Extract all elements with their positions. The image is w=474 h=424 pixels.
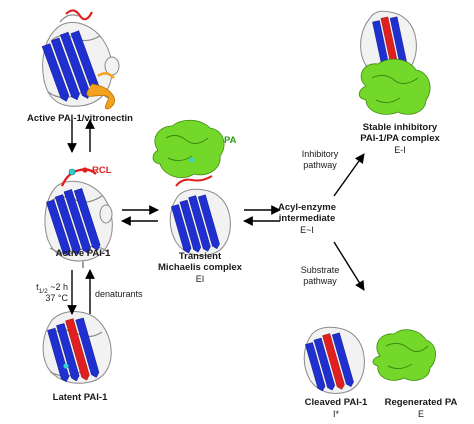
label-latent-pai1: Latent PAI-1	[52, 392, 108, 403]
label-active-vitronectin: Active PAI-1/vitronectin	[27, 113, 133, 124]
label-rcl: RCL	[92, 165, 112, 176]
label-inhibitory-1: Inhibitory	[301, 149, 339, 159]
label-regenerated-pa: Regenerated PA	[384, 397, 458, 408]
label-half-life: t1/2 ~2 h	[36, 282, 68, 295]
code-stable: E-I	[394, 145, 406, 155]
label-michaelis-line2: Michaelis complex	[158, 262, 242, 273]
protein-regenerated-pa-structure	[372, 329, 436, 381]
arrows	[67, 119, 365, 315]
label-substrate-1: Substrate	[300, 265, 340, 275]
protein-active-vitronectin-structure	[41, 9, 120, 110]
protein-cleaved-pai1-structure	[303, 326, 365, 394]
label-acyl-line2: intermediate	[278, 213, 336, 224]
code-acyl: E~I	[300, 225, 314, 235]
label-pa: PA	[224, 135, 237, 146]
label-denaturants: denaturants	[95, 289, 143, 299]
protein-latent-pai1-structure	[42, 311, 112, 384]
label-acyl-line1: Acyl-enzyme	[277, 202, 337, 213]
label-michaelis-line1: Transient	[178, 251, 222, 262]
code-michaelis: EI	[195, 274, 205, 284]
arrow-substrate	[333, 241, 365, 291]
protein-michaelis-complex-structure	[152, 119, 231, 256]
label-temperature: 37 °C	[45, 293, 68, 303]
code-regenerated: E	[417, 409, 424, 419]
label-cleaved-pai1: Cleaved PAI-1	[304, 397, 368, 408]
arrow-inhibitory	[333, 153, 365, 197]
label-inhibitory-2: pathway	[303, 160, 337, 170]
protein-active-pai1-structure	[44, 167, 113, 262]
label-stable-line2: PAI-1/PA complex	[360, 133, 440, 144]
label-active-pai1: Active PAI-1	[55, 248, 111, 259]
label-substrate-2: pathway	[303, 276, 337, 286]
code-active-pai1: I	[81, 260, 85, 270]
label-stable-line1: Stable inhibitory	[362, 122, 438, 133]
protein-stable-complex-structure	[358, 10, 431, 115]
code-cleaved: I*	[332, 409, 339, 419]
